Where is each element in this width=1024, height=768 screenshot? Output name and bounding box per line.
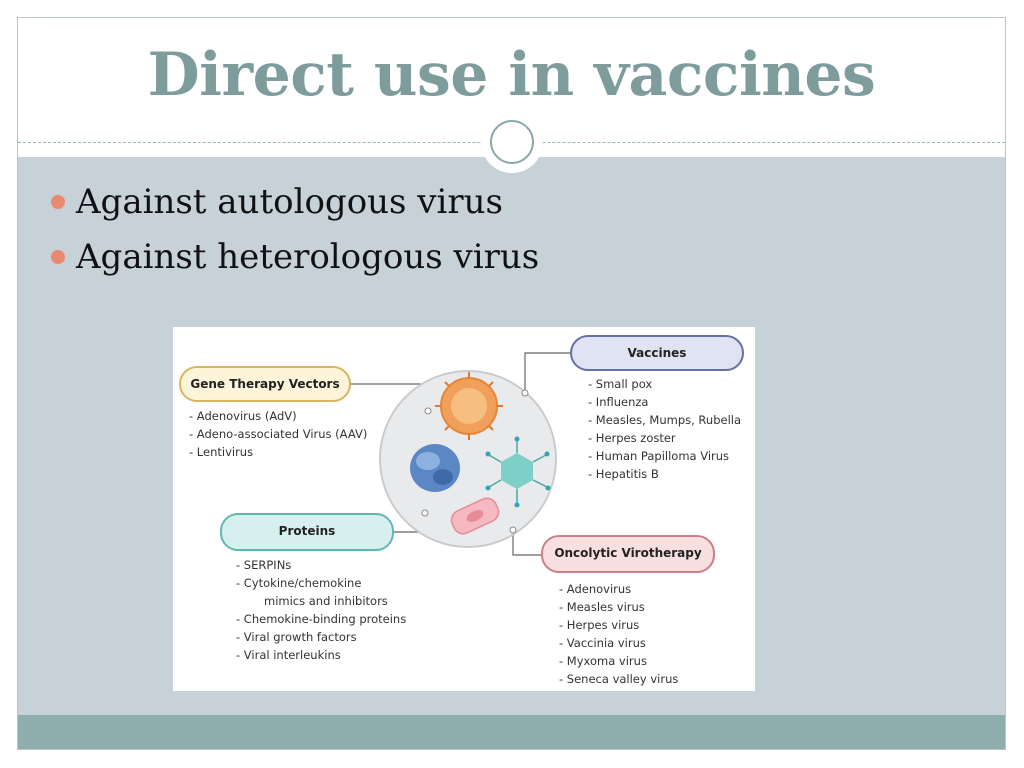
virus-applications-figure: Gene Therapy Vectors Vaccines Proteins O… <box>173 327 755 691</box>
vaccines-list: - Small pox - Influenza - Measles, Mumps… <box>588 375 741 483</box>
list-item: - Measles virus <box>559 600 645 614</box>
gene-therapy-vectors-label: Gene Therapy Vectors <box>179 366 351 402</box>
list-item: - Hepatitis B <box>588 467 659 481</box>
list-item: - Measles, Mumps, Rubella <box>588 413 742 427</box>
vaccines-label: Vaccines <box>570 335 744 371</box>
oncolytic-list: - Adenovirus - Measles virus - Herpes vi… <box>559 580 678 688</box>
gene-therapy-list: - Adenovirus (AdV) - Adeno-associated Vi… <box>189 407 367 461</box>
list-item: - Small pox <box>588 377 653 391</box>
list-item: - Herpes zoster <box>588 431 676 445</box>
circle-ornament-ring <box>490 120 534 164</box>
list-item: - Herpes virus <box>559 618 640 632</box>
bullet-text: Against autologous virus <box>76 182 503 222</box>
list-item: - Cytokine/chemokine <box>236 576 362 590</box>
list-item: - Chemokine-binding proteins <box>236 612 407 626</box>
list-item: - Seneca valley virus <box>559 672 679 686</box>
list-item: - Adenovirus (AdV) <box>189 409 297 423</box>
list-item: - Adenovirus <box>559 582 632 596</box>
list-item: - Lentivirus <box>189 445 254 459</box>
bullet-text: Against heterologous virus <box>76 237 540 277</box>
bullet-list: Against autologous virus Against heterol… <box>48 180 539 290</box>
list-item: - Viral interleukins <box>236 648 341 662</box>
blue-virus-icon <box>410 444 460 492</box>
circle-ornament-icon <box>483 113 541 171</box>
figure-illustration <box>351 352 570 556</box>
spiky-virus-icon <box>435 372 503 440</box>
list-item: - Myxoma virus <box>559 654 647 668</box>
list-item: - SERPINs <box>236 558 292 572</box>
list-item: mimics and inhibitors <box>264 594 388 608</box>
bullet-dot-icon <box>51 195 65 209</box>
bullet-dot-icon <box>51 250 65 264</box>
rod-virus-icon <box>450 497 500 535</box>
proteins-label: Proteins <box>220 513 394 551</box>
list-item: - Adeno-associated Virus (AAV) <box>189 427 368 441</box>
hexagon-virus-icon <box>485 436 551 508</box>
bullet-item: Against autologous virus <box>48 180 539 235</box>
oncolytic-virotherapy-label: Oncolytic Virotherapy <box>541 535 715 573</box>
bullet-item: Against heterologous virus <box>48 235 539 290</box>
slide-title: Direct use in vaccines <box>147 40 876 110</box>
slide: Direct use in vaccines Against autologou… <box>17 17 1006 750</box>
list-item: - Influenza <box>588 395 649 409</box>
list-item: - Viral growth factors <box>236 630 357 644</box>
footer-bar <box>18 715 1005 749</box>
proteins-list: - SERPINs - Cytokine/chemokine mimics an… <box>236 556 406 664</box>
virus-circle <box>379 370 557 548</box>
list-item: - Vaccinia virus <box>559 636 646 650</box>
list-item: - Human Papilloma Virus <box>588 449 730 463</box>
